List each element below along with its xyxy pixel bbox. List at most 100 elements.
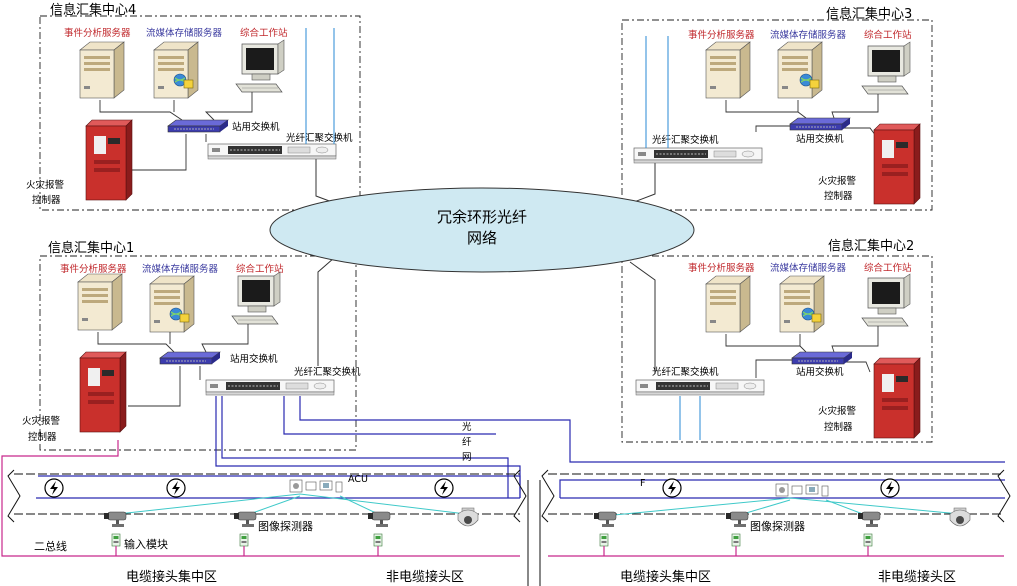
center2-box: [621, 255, 933, 443]
zone-label-1: 电缆接头集中区: [126, 569, 217, 585]
c2-media-server-icon: [779, 275, 825, 333]
input-module-icon-4: [599, 533, 609, 547]
c1-workstation-label: 综合工作站: [236, 263, 284, 275]
center1-title: 信息汇集中心1: [48, 240, 134, 256]
center3-title: 信息汇集中心3: [826, 6, 912, 22]
fiber-network-label-2: 纤: [462, 436, 472, 448]
image-detector-icon-4: [593, 511, 617, 528]
c2-fire-alarm-label-2: 控制器: [824, 421, 853, 433]
fiber-downlinks: [36, 396, 1005, 499]
c4-workstation-icon: [235, 39, 285, 93]
c3-workstation-label: 综合工作站: [864, 29, 912, 41]
center4-box: [39, 15, 361, 211]
c3-workstation-icon: [861, 41, 911, 95]
zone-label-2: 非电缆接头区: [386, 569, 464, 585]
c4-fire-alarm-icon: [85, 119, 133, 201]
c4-workstation-label: 综合工作站: [240, 27, 288, 39]
c3-event-server-icon: [705, 41, 751, 99]
center2: 信息汇集中心2 事件分析服务器 流媒体存储服务器 综合工作站 站用交换机 光纤汇…: [635, 238, 921, 440]
center4-title: 信息汇集中心4: [50, 2, 136, 18]
input-module-icon-3: [373, 533, 383, 547]
c4-fiber-switch-label: 光纤汇聚交换机: [286, 132, 353, 144]
center4: 信息汇集中心4 事件分析服务器 流媒体存储服务器 综合工作站 站用交换机 光纤汇…: [26, 2, 353, 206]
c1-media-server-label: 流媒体存储服务器: [142, 263, 219, 275]
c4-fire-alarm-label-2: 控制器: [32, 194, 61, 206]
c2-station-switch-icon: [791, 351, 853, 365]
c3-fiber-switch-label: 光纤汇聚交换机: [652, 134, 719, 146]
two-wire-bus: [1, 440, 1004, 557]
c2-media-server-label: 流媒体存储服务器: [770, 262, 847, 274]
center3: 信息汇集中心3 事件分析服务器 流媒体存储服务器 综合工作站 站用交换机 光纤汇…: [633, 6, 921, 205]
c1-media-server-icon: [149, 275, 195, 333]
input-module-icon-2: [239, 533, 249, 547]
ring-label-line1: 冗余环形光纤: [437, 208, 527, 226]
cable-lightning-icon-3: [434, 478, 454, 498]
acu-unit-right: [775, 483, 829, 497]
center2-title: 信息汇集中心2: [828, 238, 914, 254]
c1-station-switch-label: 站用交换机: [230, 353, 278, 365]
c2-event-server-label: 事件分析服务器: [688, 262, 755, 274]
image-detector-icon-1: [103, 511, 127, 528]
fiber-network-label-1: 光: [462, 421, 472, 433]
ring-links: [315, 158, 656, 374]
c2-fire-alarm-icon: [873, 357, 921, 439]
f-label: F: [640, 478, 645, 489]
cable-lightning-icon-1: [44, 478, 64, 498]
c4-event-server-icon: [79, 41, 125, 99]
c1-fire-alarm-icon: [79, 351, 127, 433]
c1-event-server-icon: [77, 273, 123, 331]
c1-workstation-icon: [231, 271, 281, 325]
ring-label-line2: 网络: [467, 229, 497, 247]
c1-fiber-switch-label: 光纤汇聚交换机: [294, 366, 361, 378]
image-detector-label-right: 图像探测器: [750, 520, 805, 533]
cable-lightning-icon-5: [880, 478, 900, 498]
c4-station-switch-label: 站用交换机: [232, 121, 280, 133]
image-detector-icon-2: [233, 511, 257, 528]
c2-workstation-label: 综合工作站: [864, 262, 912, 274]
c2-fiber-switch-label: 光纤汇聚交换机: [652, 366, 719, 378]
dome-camera-icon-1: [457, 507, 479, 527]
c4-media-server-icon: [153, 41, 199, 99]
c2-event-server-icon: [705, 275, 751, 333]
c3-media-server-label: 流媒体存储服务器: [770, 29, 847, 41]
acu-unit-left: [289, 479, 343, 493]
c3-event-server-label: 事件分析服务器: [688, 29, 755, 41]
input-module-icon-6: [863, 533, 873, 547]
input-module-label: 输入模块: [124, 537, 168, 551]
input-module-icon-1: [111, 533, 121, 547]
center1: 信息汇集中心1 事件分析服务器 流媒体存储服务器 综合工作站 站用交换机 光纤汇…: [22, 240, 361, 443]
zone-label-3: 电缆接头集中区: [620, 569, 711, 585]
acu-label: ACU: [348, 474, 368, 485]
bus-label: 二总线: [34, 539, 67, 553]
c3-station-switch-label: 站用交换机: [796, 133, 844, 145]
c3-media-server-icon: [777, 41, 823, 99]
c4-fire-alarm-label-1: 火灾报警: [26, 179, 65, 191]
c2-fire-alarm-label-1: 火灾报警: [818, 405, 857, 417]
c3-fire-alarm-label-2: 控制器: [824, 190, 853, 202]
c1-fiber-switch-icon: [205, 379, 335, 396]
ring-network: [269, 187, 695, 273]
image-detector-icon-3: [367, 511, 391, 528]
input-module-icon-5: [731, 533, 741, 547]
image-detector-icon-6: [857, 511, 881, 528]
dome-camera-icon-2: [949, 507, 971, 527]
c1-station-switch-icon: [159, 351, 221, 365]
image-detector-icon-5: [725, 511, 749, 528]
fiber-network-label-3: 网: [462, 452, 472, 463]
c4-fiber-switch-icon: [207, 143, 337, 160]
image-detector-label-left: 图像探测器: [258, 520, 313, 533]
zone-label-4: 非电缆接头区: [878, 569, 956, 585]
c4-event-server-label: 事件分析服务器: [64, 27, 131, 39]
cable-lightning-icon-2: [166, 478, 186, 498]
c4-media-server-label: 流媒体存储服务器: [146, 27, 223, 39]
c1-fire-alarm-label-2: 控制器: [28, 431, 57, 443]
c1-fire-alarm-label-1: 火灾报警: [22, 415, 61, 427]
cable-lightning-icon-4: [662, 478, 682, 498]
c2-fiber-switch-icon: [635, 379, 765, 396]
c2-workstation-icon: [861, 273, 911, 327]
c3-fire-alarm-label-1: 火灾报警: [818, 175, 857, 187]
c3-fiber-switch-icon: [633, 147, 763, 164]
c1-event-server-label: 事件分析服务器: [60, 263, 127, 275]
sensor-links: [117, 493, 961, 517]
